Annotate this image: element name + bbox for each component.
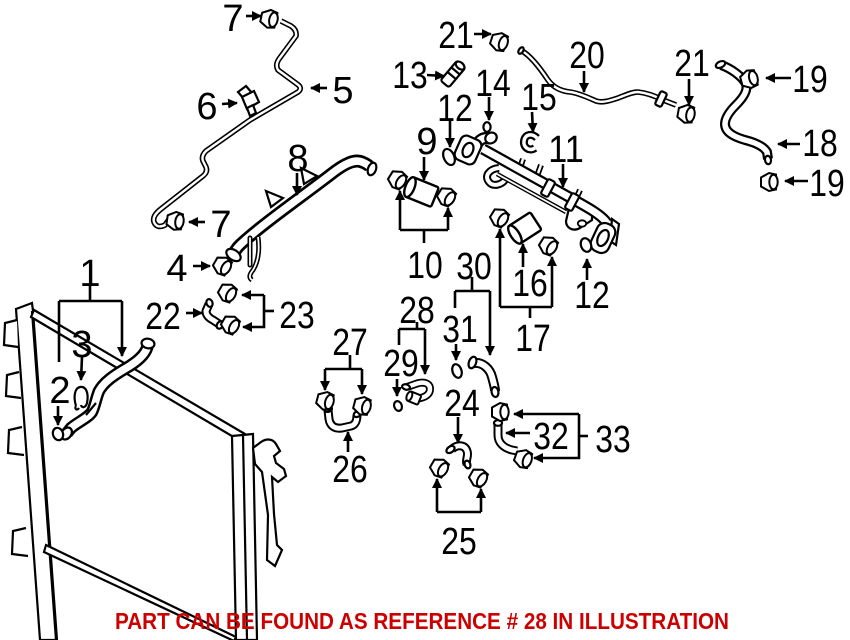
svg-text:12: 12: [574, 275, 610, 317]
svg-text:23: 23: [279, 295, 315, 337]
svg-text:30: 30: [456, 246, 492, 288]
svg-text:31: 31: [442, 309, 478, 351]
svg-text:27: 27: [332, 322, 368, 364]
svg-text:28: 28: [399, 290, 435, 332]
svg-text:29: 29: [383, 343, 419, 385]
svg-text:17: 17: [515, 318, 551, 360]
svg-text:2: 2: [49, 370, 70, 412]
svg-text:13: 13: [392, 55, 428, 97]
svg-text:21: 21: [438, 15, 474, 57]
svg-text:6: 6: [196, 86, 217, 128]
svg-text:12: 12: [437, 88, 473, 130]
svg-text:19: 19: [809, 163, 845, 205]
svg-text:26: 26: [332, 449, 368, 491]
svg-text:18: 18: [802, 123, 838, 165]
svg-text:4: 4: [166, 248, 187, 290]
svg-text:7: 7: [210, 204, 231, 246]
svg-text:20: 20: [569, 35, 605, 77]
svg-text:8: 8: [287, 138, 308, 180]
svg-text:25: 25: [441, 521, 477, 563]
svg-text:PART CAN BE FOUND AS REFERENCE: PART CAN BE FOUND AS REFERENCE # 28 IN I…: [115, 608, 729, 634]
svg-text:10: 10: [407, 245, 443, 287]
svg-text:15: 15: [521, 77, 557, 119]
svg-text:11: 11: [548, 129, 584, 171]
svg-text:22: 22: [145, 296, 181, 338]
svg-text:21: 21: [674, 43, 710, 85]
svg-text:7: 7: [222, 0, 243, 40]
svg-text:24: 24: [444, 383, 480, 425]
svg-text:9: 9: [416, 121, 437, 163]
svg-text:32: 32: [533, 416, 569, 458]
svg-text:5: 5: [332, 70, 353, 112]
svg-text:19: 19: [792, 59, 828, 101]
svg-text:16: 16: [512, 263, 548, 305]
svg-text:14: 14: [475, 63, 511, 105]
svg-text:33: 33: [595, 419, 631, 461]
svg-text:3: 3: [71, 324, 92, 366]
svg-text:1: 1: [79, 253, 100, 295]
